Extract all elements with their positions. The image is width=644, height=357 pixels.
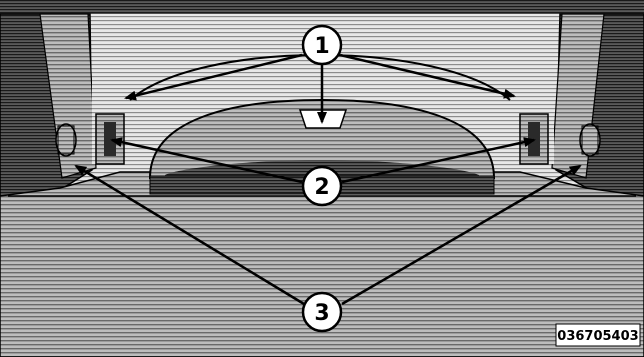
callout-1-number: 1: [314, 34, 329, 59]
rear-opening-top-edge: [0, 0, 644, 14]
figure-code-label: 036705403: [556, 324, 640, 346]
left-tie-down-anchor: [56, 124, 76, 156]
callout-2: 2: [303, 167, 341, 205]
callout-3-number: 3: [314, 301, 329, 326]
right-cargo-hook: [520, 114, 548, 164]
figure-code: 036705403: [557, 329, 638, 344]
callout-3: 3: [303, 293, 341, 331]
callout-1: 1: [303, 26, 341, 64]
right-tie-down-anchor: [580, 124, 600, 156]
left-cargo-hook: [96, 114, 124, 164]
callout-2-number: 2: [314, 175, 329, 200]
